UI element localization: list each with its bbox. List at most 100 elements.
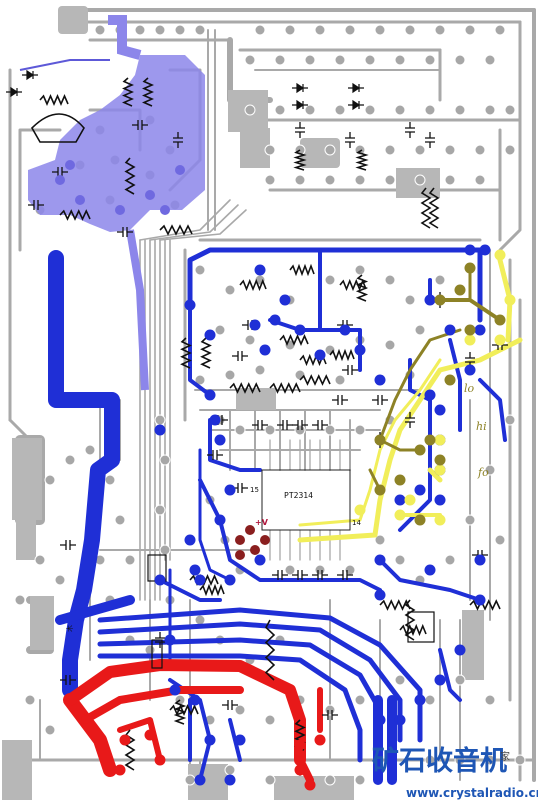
pad-blue bbox=[374, 554, 386, 566]
pad bbox=[374, 534, 386, 546]
pad-blue bbox=[224, 774, 236, 786]
pad-blue bbox=[314, 349, 326, 361]
pad-blue bbox=[169, 684, 181, 696]
pad-blue bbox=[474, 324, 486, 336]
pad-blue bbox=[424, 389, 436, 401]
pad bbox=[424, 54, 436, 66]
pad-blue bbox=[189, 694, 201, 706]
handwritten-annotations: lo hi fo bbox=[464, 382, 489, 479]
pad bbox=[484, 104, 496, 116]
pad-blue bbox=[424, 564, 436, 576]
capacitor bbox=[405, 412, 415, 428]
pad bbox=[494, 534, 506, 546]
sketch-label-fo: fo bbox=[477, 466, 489, 479]
resistor bbox=[124, 157, 136, 195]
copper-traces-yellow bbox=[297, 257, 523, 543]
pad-yellow bbox=[494, 334, 506, 346]
pad bbox=[154, 414, 166, 426]
pad-blue bbox=[224, 484, 236, 496]
pad bbox=[244, 334, 256, 346]
pad bbox=[24, 694, 36, 706]
pad-blue bbox=[214, 514, 226, 526]
pad-red bbox=[154, 754, 166, 766]
capacitor bbox=[252, 420, 268, 430]
pad bbox=[444, 174, 456, 186]
pad bbox=[474, 174, 486, 186]
pad bbox=[384, 174, 396, 186]
pad bbox=[154, 504, 166, 516]
pad-olive bbox=[424, 434, 436, 446]
pad bbox=[264, 774, 276, 786]
pad-yellow bbox=[504, 294, 516, 306]
diode bbox=[292, 82, 308, 94]
pad bbox=[344, 24, 356, 36]
pad bbox=[284, 564, 296, 576]
pad bbox=[34, 554, 46, 566]
capacitor bbox=[52, 167, 68, 177]
pad bbox=[294, 369, 306, 381]
pad bbox=[334, 374, 346, 386]
pad bbox=[114, 514, 126, 526]
pad-blue bbox=[339, 324, 351, 336]
pad-red bbox=[294, 764, 306, 776]
resistor bbox=[229, 382, 261, 394]
capacitor bbox=[332, 395, 348, 405]
pad bbox=[354, 694, 366, 706]
pad bbox=[454, 674, 466, 686]
pad-yellow bbox=[494, 249, 506, 261]
pad bbox=[414, 174, 426, 186]
resistor bbox=[404, 599, 416, 641]
pad bbox=[334, 104, 346, 116]
resistor bbox=[355, 149, 369, 171]
pad bbox=[314, 24, 326, 36]
pad-yellow bbox=[434, 514, 446, 526]
resistor bbox=[39, 94, 69, 106]
pad-blue bbox=[249, 319, 261, 331]
pad-red bbox=[144, 729, 156, 741]
pad bbox=[424, 754, 436, 766]
capacitor bbox=[222, 700, 238, 710]
resistor bbox=[293, 149, 307, 171]
capacitor bbox=[342, 365, 358, 375]
pad-yellow bbox=[394, 509, 406, 521]
pad bbox=[264, 174, 276, 186]
watermark: 矿石收音机 www.crystalradio.cn 家 bbox=[372, 745, 538, 800]
pad-olive bbox=[414, 444, 426, 456]
pad-olive bbox=[394, 474, 406, 486]
trimmer-outline bbox=[31, 113, 85, 143]
pad bbox=[44, 724, 56, 736]
pad-maroon bbox=[235, 535, 245, 545]
pad bbox=[264, 424, 276, 436]
pad-blue bbox=[474, 554, 486, 566]
pad-lavender bbox=[75, 195, 85, 205]
pad-red bbox=[314, 734, 326, 746]
pad bbox=[454, 754, 466, 766]
resistor bbox=[199, 583, 225, 597]
pad bbox=[364, 104, 376, 116]
pad bbox=[404, 24, 416, 36]
resistor bbox=[180, 337, 192, 369]
pad bbox=[514, 754, 526, 766]
pad bbox=[444, 144, 456, 156]
pad bbox=[254, 24, 266, 36]
pad-blue bbox=[234, 734, 246, 746]
diode bbox=[6, 86, 22, 98]
pad-blue bbox=[434, 674, 446, 686]
pad bbox=[324, 144, 336, 156]
pad-blue bbox=[279, 294, 291, 306]
pad bbox=[214, 324, 226, 336]
resistor bbox=[399, 623, 427, 637]
pad bbox=[159, 454, 171, 466]
pad bbox=[414, 144, 426, 156]
capacitor bbox=[60, 540, 76, 550]
pad-blue bbox=[374, 714, 386, 726]
capacitor bbox=[322, 710, 338, 720]
pad-blue bbox=[394, 494, 406, 506]
pad-red bbox=[294, 739, 306, 751]
pad bbox=[159, 544, 171, 556]
resistor bbox=[379, 599, 411, 611]
capacitor bbox=[337, 570, 353, 580]
pad-maroon bbox=[250, 545, 260, 555]
pad-lavender bbox=[175, 165, 185, 175]
